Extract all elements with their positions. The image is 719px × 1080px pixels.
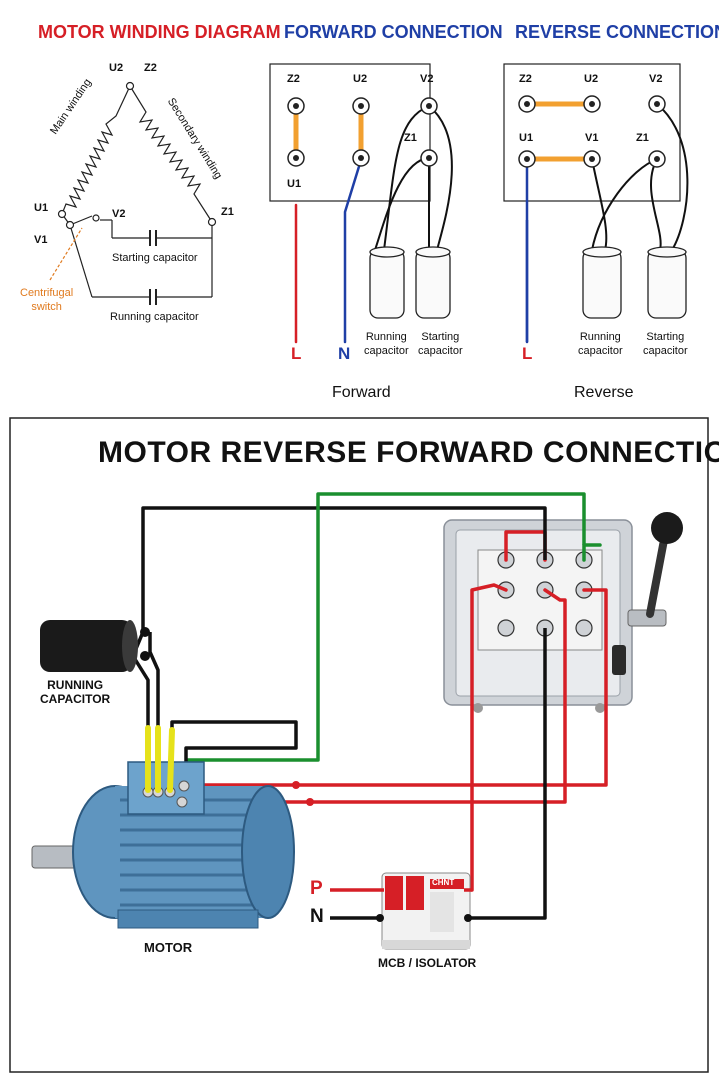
forward-label-u1: U1 xyxy=(287,178,302,190)
drum-switch xyxy=(443,512,683,713)
winding-starting-capacitor-label: Starting capacitor xyxy=(112,252,198,264)
winding-label-z1: Z1 xyxy=(221,206,234,218)
forward-starting-capacitor-label: Starting capacitor xyxy=(418,331,463,357)
winding-label-u2: U2 xyxy=(109,62,124,74)
reverse-label-u1: U1 xyxy=(519,132,534,144)
forward-line-l: L xyxy=(291,344,302,363)
reverse-running-capacitor-label: Running capacitor xyxy=(578,331,623,357)
winding-diagram-title: MOTOR WINDING DIAGRAM xyxy=(38,22,281,42)
winding-diagram xyxy=(49,85,213,305)
reverse-label-v2: V2 xyxy=(649,73,663,85)
winding-label-v1: V1 xyxy=(34,234,48,246)
forward-line-n: N xyxy=(338,344,351,363)
winding-running-capacitor-label: Running capacitor xyxy=(110,311,199,323)
reverse-label-z2: Z2 xyxy=(519,73,532,85)
bottom-title: MOTOR REVERSE FORWARD CONNECTION xyxy=(98,436,719,469)
reverse-label-z1: Z1 xyxy=(636,132,649,144)
phase-p-label: P xyxy=(310,878,323,899)
motor-label: MOTOR xyxy=(144,940,193,955)
forward-label-z1: Z1 xyxy=(404,132,417,144)
centrifugal-switch-label: Centrifugal switch xyxy=(20,287,74,313)
motor-graphic xyxy=(31,761,295,929)
forward-caption: Forward xyxy=(332,384,391,401)
reverse-line-l: L xyxy=(522,344,533,363)
reverse-label-u2: U2 xyxy=(584,73,599,85)
reverse-starting-capacitor-label: Starting capacitor xyxy=(643,331,688,357)
reverse-capacitors xyxy=(582,246,687,319)
mcb-label: MCB / ISOLATOR xyxy=(378,956,477,970)
winding-label-u1: U1 xyxy=(34,202,49,214)
winding-label-z2: Z2 xyxy=(144,62,157,74)
reverse-label-v1: V1 xyxy=(585,132,599,144)
forward-label-u2: U2 xyxy=(353,73,368,85)
forward-capacitors xyxy=(369,246,451,319)
forward-title: FORWARD CONNECTION xyxy=(284,22,503,42)
winding-label-v2: V2 xyxy=(112,208,126,220)
forward-label-v2: V2 xyxy=(420,73,434,85)
bottom-frame xyxy=(9,417,709,1073)
mcb-graphic xyxy=(381,872,471,950)
forward-label-z2: Z2 xyxy=(287,73,300,85)
forward-running-capacitor-label: Running capacitor xyxy=(364,331,409,357)
running-capacitor-graphic xyxy=(40,620,150,672)
mcb-brand: CHNT xyxy=(432,878,455,887)
reverse-caption: Reverse xyxy=(574,384,634,401)
neutral-n-label: N xyxy=(310,906,324,927)
reverse-title: REVERSE CONNECTION xyxy=(515,22,719,42)
bottom-running-capacitor-label: RUNNING CAPACITOR xyxy=(40,678,111,706)
